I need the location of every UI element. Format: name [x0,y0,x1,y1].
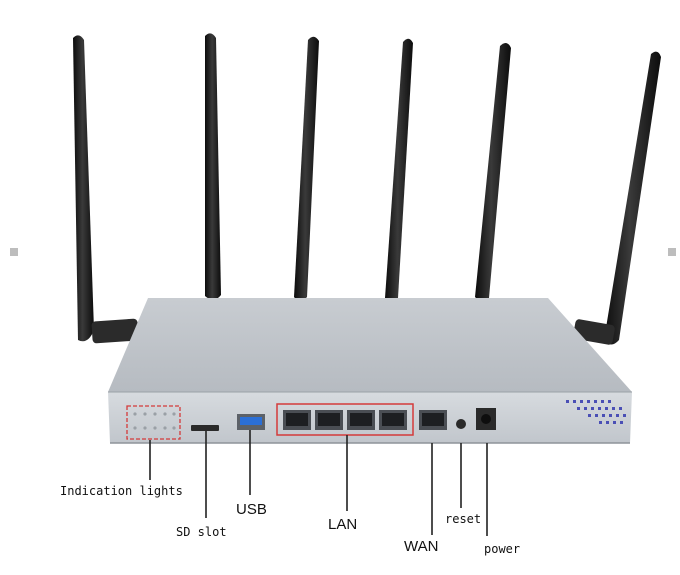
wan-label: WAN [404,538,439,555]
usb-port [237,414,265,430]
antenna-icon [294,36,319,301]
right-marker-icon [668,248,676,256]
usb-label: USB [236,501,267,518]
sd-slot [191,425,219,431]
antenna-icon [475,42,511,302]
indication-lights-label: Indication lights [60,484,183,498]
reset-button [456,419,466,429]
left-marker-icon [10,248,18,256]
callout-lines [149,430,488,536]
antenna-icon [385,38,413,302]
wan-port [419,410,447,430]
antenna-icon [205,33,221,300]
antennas [73,33,661,345]
antenna-icon [573,51,661,345]
lan-label: LAN [328,516,358,533]
sd-slot-label: SD slot [176,525,227,539]
power-jack [476,408,496,430]
reset-label: reset [445,512,482,526]
lan-ports [276,403,414,436]
power-label: power [484,542,521,556]
logo-dots-icon [566,400,626,424]
antenna-icon [73,35,139,344]
indication-lights [126,405,181,440]
